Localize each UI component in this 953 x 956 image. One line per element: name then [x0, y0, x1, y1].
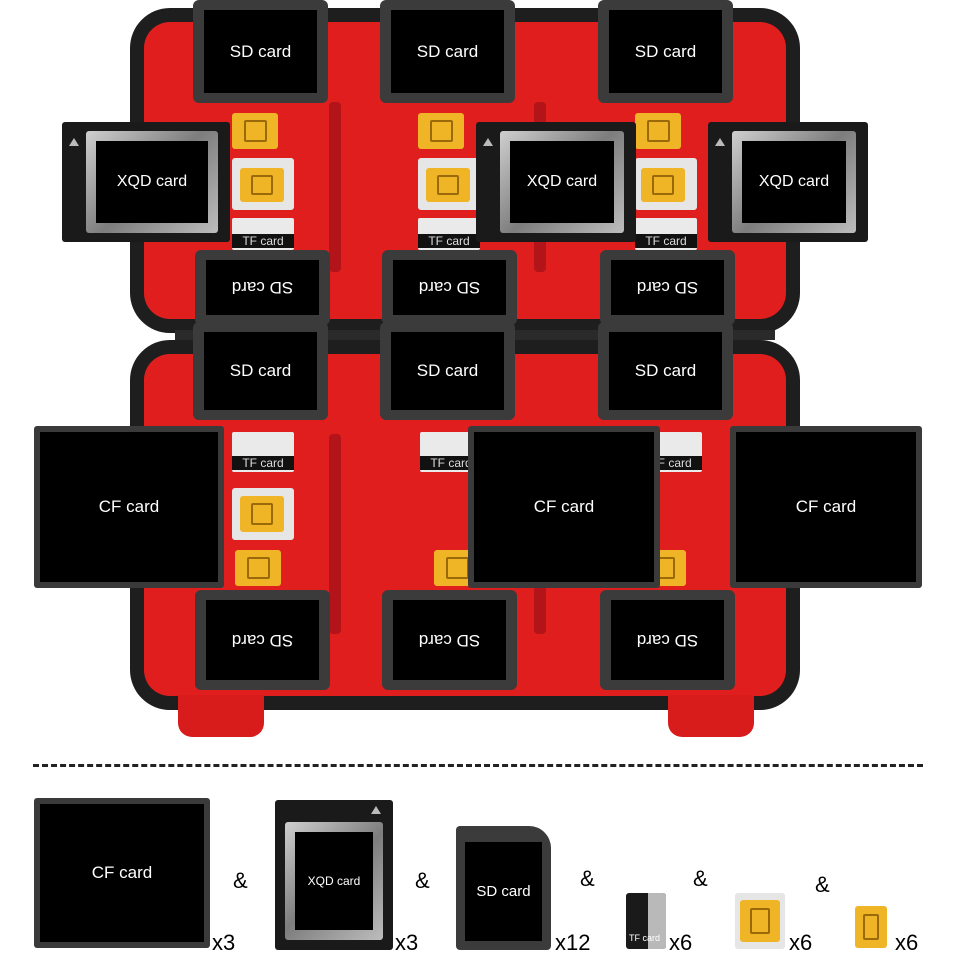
cf-card: CF card — [468, 426, 660, 588]
tf-card-label: TF card — [232, 456, 294, 470]
tf-card: TF card — [418, 218, 480, 250]
sd-card: SD card — [193, 0, 328, 103]
legend-tf-qty: x6 — [669, 930, 693, 955]
legend-sim-full-chip — [740, 900, 780, 942]
legend-sim-full-qty: x6 — [789, 930, 813, 955]
legend-separator: & — [415, 868, 430, 893]
sd-card-label: SD card — [391, 332, 504, 410]
legend-xqd-card: XQD card — [275, 800, 393, 950]
xqd-card-label: XQD card — [742, 141, 846, 223]
cf-card-label: CF card — [474, 432, 654, 582]
triangle-icon — [715, 138, 725, 146]
cf-card: CF card — [34, 426, 224, 588]
legend-separator: & — [233, 868, 248, 893]
legend-sd-label: SD card — [465, 842, 542, 941]
sim-chip — [232, 113, 278, 149]
xqd-card: XQD card — [476, 122, 636, 242]
sd-card-label: SD card — [609, 10, 722, 93]
xqd-card-label: XQD card — [96, 141, 208, 223]
xqd-card-frame: XQD card — [86, 131, 218, 233]
cf-card-label: CF card — [40, 432, 218, 582]
sd-card: SD card — [598, 322, 733, 420]
sd-card: SD card — [598, 0, 733, 103]
sim-chip — [418, 113, 464, 149]
legend-tf-half — [648, 893, 666, 949]
xqd-card-frame: XQD card — [500, 131, 624, 233]
triangle-icon — [371, 806, 381, 814]
sd-card: SD card — [380, 0, 515, 103]
sd-card-flipped: SD card — [195, 250, 330, 325]
xqd-card: XQD card — [62, 122, 230, 242]
sim-chip — [235, 550, 281, 586]
sd-card-flipped: SD card — [382, 590, 517, 690]
legend-separator: & — [693, 866, 708, 891]
tf-card-label: TF card — [420, 456, 482, 470]
tf-card-label: TF card — [635, 234, 697, 248]
slot-groove — [329, 102, 341, 272]
sd-card-flipped: SD card — [600, 250, 735, 325]
sim-chip — [635, 113, 681, 149]
triangle-icon — [69, 138, 79, 146]
legend-xqd-qty: x3 — [395, 930, 419, 955]
sd-card-flipped: SD card — [600, 590, 735, 690]
xqd-card-frame: XQD card — [732, 131, 856, 233]
legend-sd-card: SD card — [456, 826, 551, 950]
xqd-card: XQD card — [708, 122, 868, 242]
xqd-card-label: XQD card — [510, 141, 614, 223]
triangle-icon — [483, 138, 493, 146]
sd-card-flipped: SD card — [382, 250, 517, 325]
case-latch-right — [668, 695, 754, 737]
sim-chip — [240, 496, 284, 532]
legend-sim-nano-chip — [855, 906, 887, 948]
sim-chip — [641, 168, 685, 202]
legend-cf-qty: x3 — [212, 930, 236, 955]
legend-cf-label: CF card — [40, 804, 204, 942]
sim-chip — [426, 168, 470, 202]
legend-sim-nano-qty: x6 — [895, 930, 919, 955]
legend-sd-qty: x12 — [555, 930, 591, 955]
slot-groove — [329, 434, 341, 634]
dashed-divider — [33, 764, 923, 767]
legend-separator: & — [580, 866, 595, 891]
legend-separator: & — [815, 872, 830, 897]
sd-card-label: SD card — [391, 10, 504, 93]
tf-card-label: TF card — [418, 234, 480, 248]
legend-xqd-frame: XQD card — [285, 822, 383, 940]
sd-card-label: SD card — [206, 600, 319, 680]
case-latch-left — [178, 695, 264, 737]
legend-cf-card: CF card — [34, 798, 210, 948]
sd-card-label: SD card — [393, 260, 506, 315]
tf-card: TF card — [232, 432, 294, 472]
sd-card-label: SD card — [204, 332, 317, 410]
tf-card: TF card — [635, 218, 697, 250]
sd-card: SD card — [193, 322, 328, 420]
sd-card-label: SD card — [204, 10, 317, 93]
tf-card-label: TF card — [232, 234, 294, 248]
cf-card-label: CF card — [736, 432, 916, 582]
sd-card: SD card — [380, 322, 515, 420]
tf-card: TF card — [232, 218, 294, 250]
sd-card-label: SD card — [393, 600, 506, 680]
cf-card: CF card — [730, 426, 922, 588]
legend-xqd-label: XQD card — [295, 832, 373, 930]
sd-card-label: SD card — [206, 260, 319, 315]
sd-card-label: SD card — [611, 600, 724, 680]
sd-card-label: SD card — [611, 260, 724, 315]
legend-tf-card: TF card — [626, 893, 666, 949]
sd-card-label: SD card — [609, 332, 722, 410]
sd-card-flipped: SD card — [195, 590, 330, 690]
sim-chip — [240, 168, 284, 202]
legend-tf-label: TF card — [629, 933, 661, 943]
